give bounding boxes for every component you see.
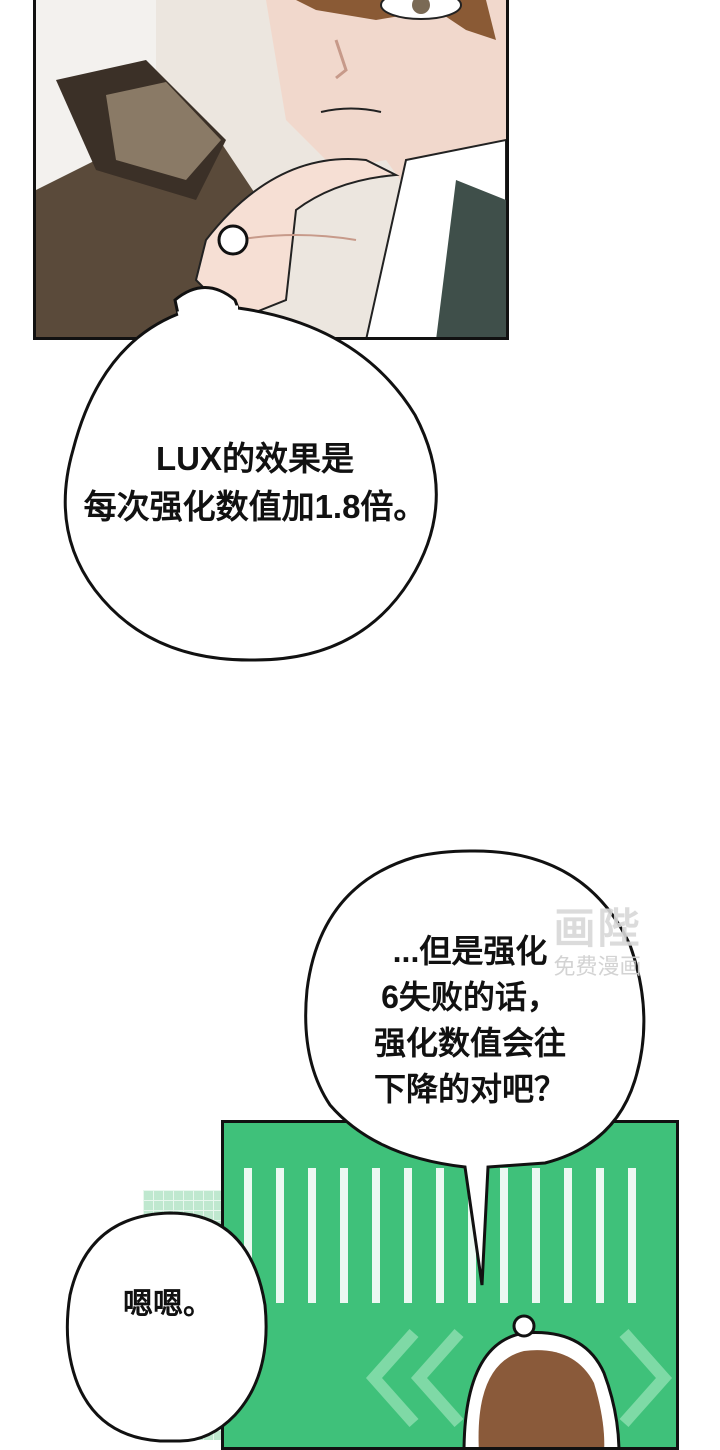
bubble-2-line-4: 下降的对吧？ xyxy=(373,1071,566,1107)
speech-bubble-3 xyxy=(65,1211,268,1443)
green-panel-illustration xyxy=(221,1120,679,1450)
watermark-logo: 画陛 免费漫画 xyxy=(535,905,660,1005)
watermark-logo-text: 画陛 xyxy=(553,904,642,953)
bubble-2-line-2: 6失败的话， xyxy=(381,979,559,1015)
top-panel-illustration xyxy=(33,0,509,340)
bubble-3-line-1: 嗯嗯。 xyxy=(123,1288,213,1321)
bubble-1-line-2: 每次强化数值加1.8倍。 xyxy=(83,488,427,525)
bubble-2-line-3: 强化数值会往 xyxy=(373,1025,566,1061)
bubble-3-text: 嗯嗯。 xyxy=(68,1285,268,1325)
bubble-2-line-1: ...但是强化 xyxy=(392,933,548,969)
bubble-2-text: ...但是强化 6失败的话， 强化数值会往 下降的对吧？ xyxy=(345,928,595,1112)
watermark-subtitle: 免费漫画 xyxy=(553,955,642,980)
bubble-1-line-1: LUX的效果是 xyxy=(156,440,354,477)
speech-bubble-2 xyxy=(304,849,646,1286)
green-panel-art xyxy=(224,1123,676,1447)
character-art xyxy=(36,0,506,337)
bubble-1-text: LUX的效果是 每次强化数值加1.8倍。 xyxy=(70,435,440,531)
speech-bubble-1 xyxy=(63,286,438,662)
